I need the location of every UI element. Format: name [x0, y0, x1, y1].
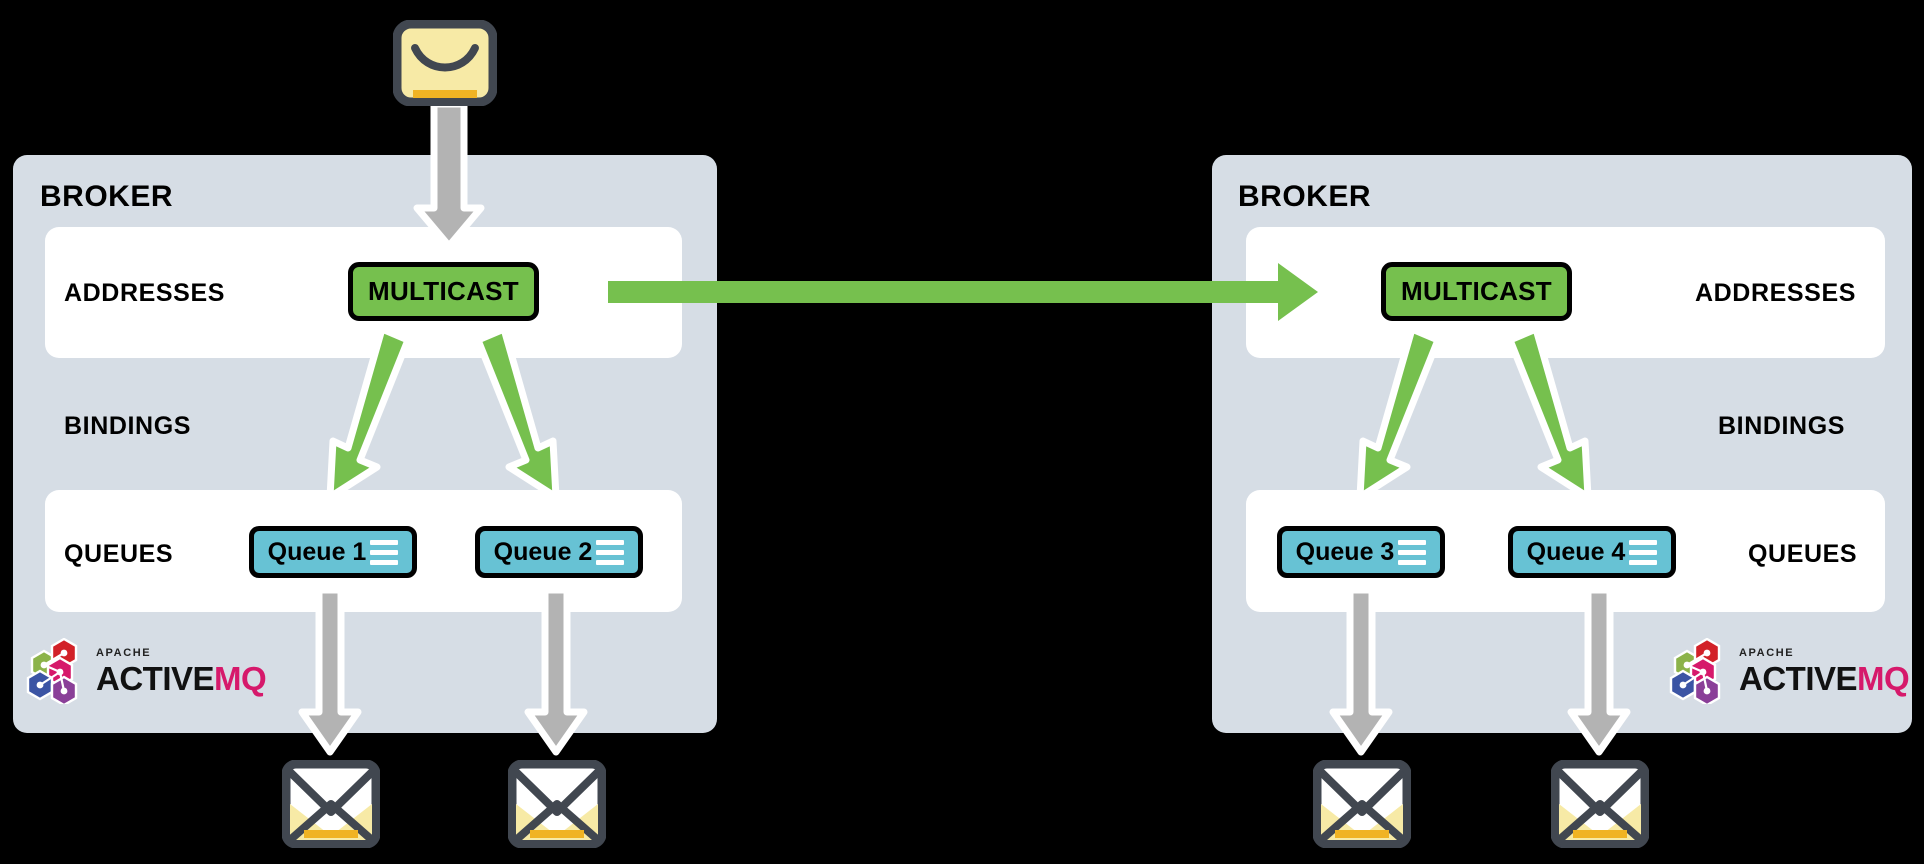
activemq-active-text: ACTIVE	[1739, 659, 1858, 697]
broker-left-bindings-label: BINDINGS	[64, 412, 192, 440]
queue-lines-icon	[596, 539, 625, 565]
broker-right-queues-label: QUEUES	[1748, 540, 1858, 568]
broker-left-queue-1-label: Queue 1	[267, 537, 367, 566]
broker-left-queue-2-label: Queue 2	[493, 537, 593, 566]
consumer-envelope-open-icon	[1550, 759, 1650, 853]
consumer-envelope-open-icon	[1312, 759, 1412, 853]
broker-left-queues-label: QUEUES	[64, 540, 174, 568]
broker-left-queue-2[interactable]: Queue 2	[475, 526, 643, 578]
broker-right-title: BROKER	[1238, 180, 1372, 213]
broker-left-multicast-label: MULTICAST	[368, 276, 519, 306]
activemq-hex-icon	[22, 637, 86, 707]
broker-right-queue-4[interactable]: Queue 4	[1508, 526, 1676, 578]
producer-envelope-closed-icon	[392, 19, 498, 111]
broker-left-multicast-address[interactable]: MULTICAST	[348, 262, 539, 321]
queue-lines-icon	[1398, 539, 1427, 565]
activemq-logo-right: APACHE ACTIVEMQ	[1665, 637, 1910, 707]
activemq-apache-text: APACHE	[96, 646, 152, 659]
consumer-envelope-open-icon	[507, 759, 607, 853]
broker-right-queue-4-label: Queue 4	[1526, 537, 1626, 566]
queue-lines-icon	[370, 539, 399, 565]
activemq-hex-icon	[1665, 637, 1729, 707]
broker-left-addresses-label: ADDRESSES	[64, 279, 225, 307]
activemq-apache-text: APACHE	[1739, 646, 1795, 659]
activemq-logo-left: APACHE ACTIVEMQ	[22, 637, 267, 707]
activemq-active-text: ACTIVE	[96, 659, 215, 697]
broker-right-queue-3-label: Queue 3	[1295, 537, 1395, 566]
broker-right-multicast-address[interactable]: MULTICAST	[1381, 262, 1572, 321]
broker-right-bindings-label: BINDINGS	[1718, 412, 1846, 440]
broker-right-addresses-label: ADDRESSES	[1695, 279, 1856, 307]
broker-right-multicast-label: MULTICAST	[1401, 276, 1552, 306]
activemq-mq-text: MQ	[1857, 659, 1910, 697]
queue-lines-icon	[1629, 539, 1658, 565]
broker-left-title: BROKER	[40, 180, 174, 213]
consumer-envelope-open-icon	[281, 759, 381, 853]
broker-left-queue-1[interactable]: Queue 1	[249, 526, 417, 578]
broker-right-queue-3[interactable]: Queue 3	[1277, 526, 1445, 578]
activemq-mq-text: MQ	[214, 659, 267, 697]
